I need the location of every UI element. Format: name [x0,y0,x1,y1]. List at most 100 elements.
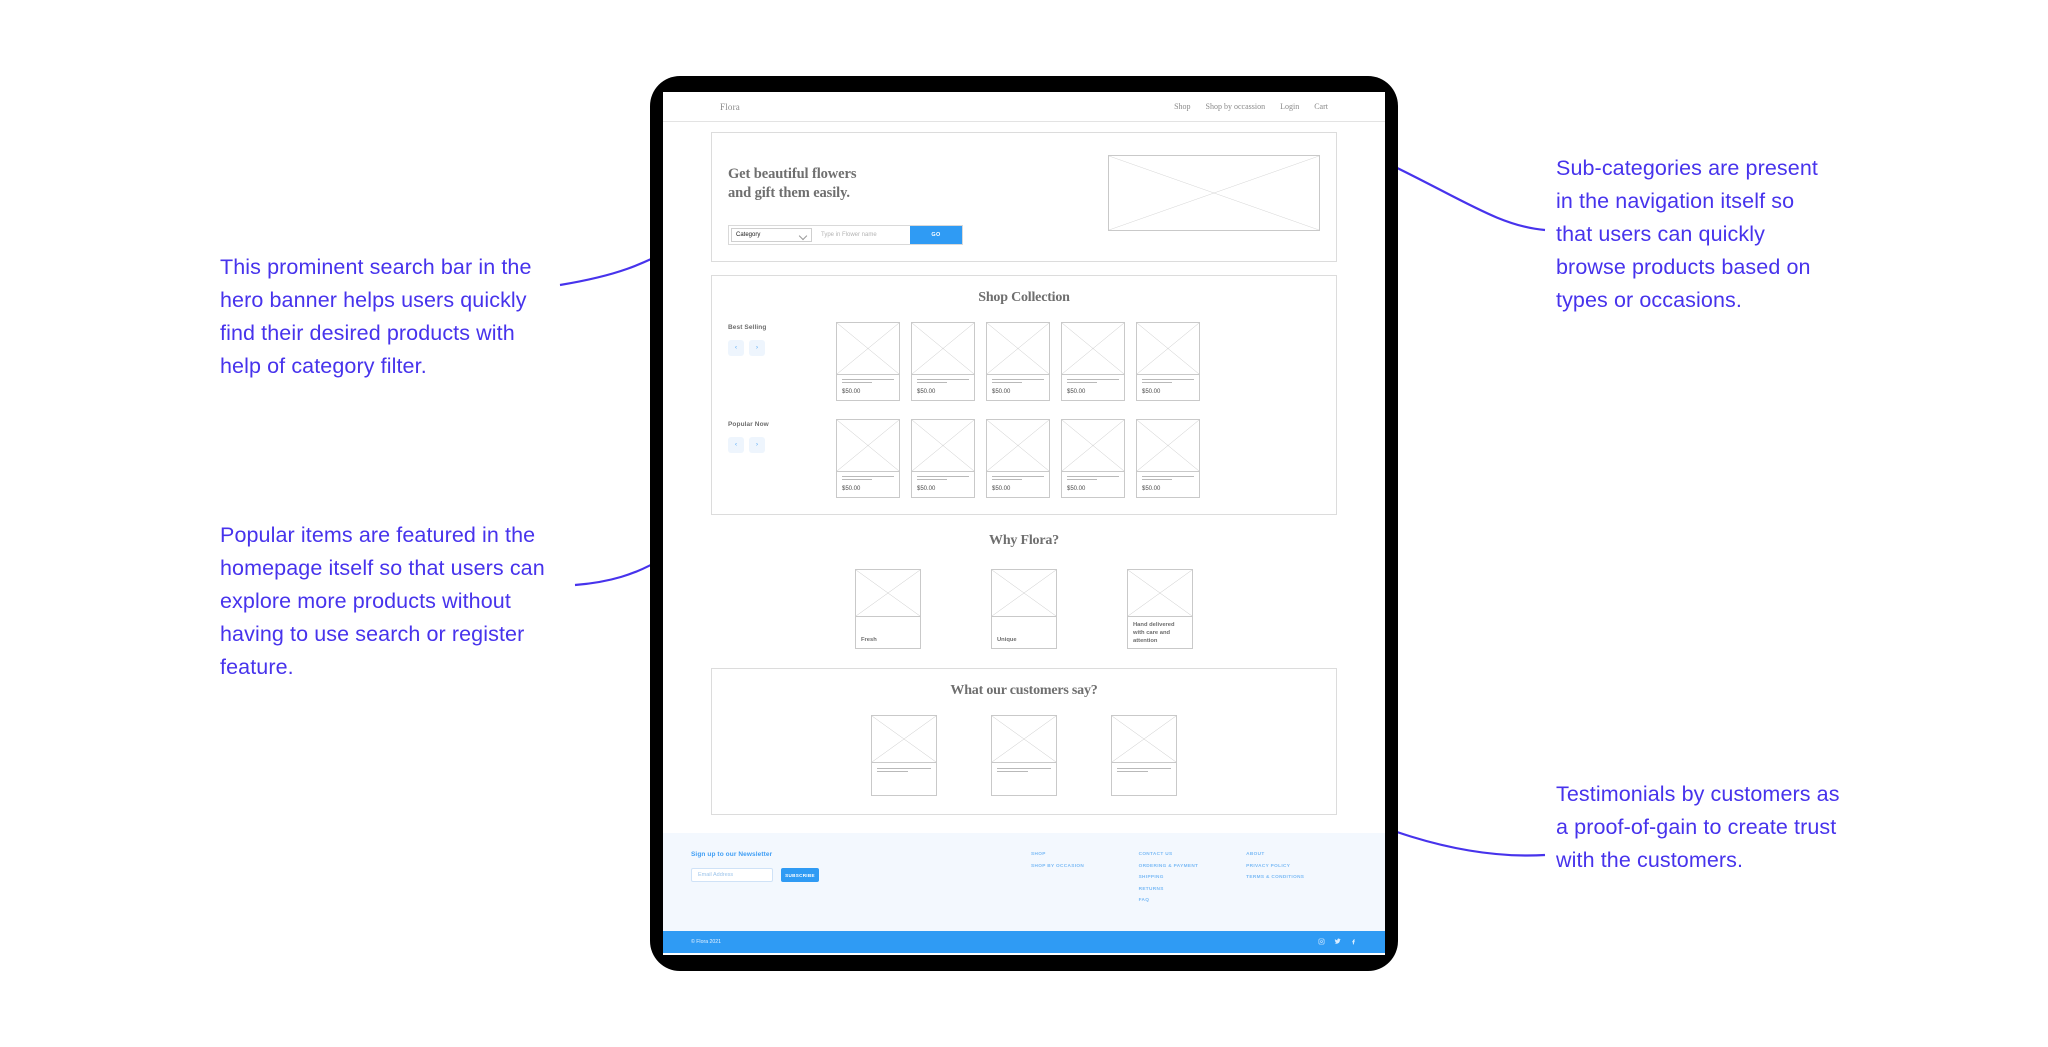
text-placeholder-line [1067,479,1098,480]
footer-link-terms-conditions[interactable]: TERMS & CONDITIONS [1246,874,1305,879]
newsletter-form: Email Address SUBSCRIBE [691,868,1031,882]
product-price: $50.00 [1142,389,1161,395]
why-flora-title: Why Flora? [989,533,1059,548]
product-image-placeholder [987,420,1049,472]
chevron-down-icon [800,232,807,239]
text-placeholder-line [842,379,894,380]
footer-bottom-bar: © Flora 2021 [663,930,1385,953]
shelf-popular-now: Popular Now ‹ › [728,419,1320,498]
hero-search-bar: Category Type in Flower name GO [728,225,963,245]
text-placeholder-line [917,476,969,477]
text-placeholder-line [997,771,1029,772]
shelf-arrows: ‹ › [728,340,836,356]
text-placeholder-line [1142,476,1194,477]
product-card[interactable]: $50.00 [986,419,1050,498]
product-card[interactable]: $50.00 [911,419,975,498]
shelf-arrows: ‹ › [728,437,836,453]
product-image-placeholder [837,420,899,472]
text-placeholder-line [1142,479,1173,480]
why-card-body: Unique [992,617,1056,648]
shelf-label-best-selling: Best Selling [728,324,767,331]
footer-link-ordering-payment[interactable]: ORDERING & PAYMENT [1138,862,1199,868]
category-select[interactable]: Category [731,228,812,242]
text-placeholder-line [842,476,894,477]
text-placeholder-line [1117,771,1149,772]
prev-arrow-icon[interactable]: ‹ [728,340,744,356]
hero-image-placeholder [1108,155,1320,231]
text-placeholder-line [877,771,909,772]
testimonial-body [992,763,1056,795]
product-card[interactable]: $50.00 [911,322,975,401]
product-card[interactable]: $50.00 [986,322,1050,401]
footer-link-shop[interactable]: SHOP [1031,851,1046,856]
footer-link-returns[interactable]: RETURNS [1138,885,1164,891]
product-card[interactable]: $50.00 [836,419,900,498]
testimonials-title: What our customers say? [950,683,1098,698]
testimonial-image-placeholder [1112,716,1176,763]
subscribe-button[interactable]: SUBSCRIBE [781,868,819,882]
product-card[interactable]: $50.00 [1061,419,1125,498]
nav-link-shop[interactable]: Shop [1174,102,1191,111]
next-arrow-icon[interactable]: › [749,340,765,356]
hero-left: Get beautiful flowers and gift them easi… [728,151,978,245]
nav-link-shop-by-occasion[interactable]: Shop by occassion [1205,102,1266,111]
why-card-hand-delivered: Hand delivered with care and attention [1127,569,1193,649]
footer-link-columns: SHOP SHOP BY OCCASION CONTACT US ORDERIN… [1031,851,1357,909]
next-arrow-icon[interactable]: › [749,437,765,453]
product-image-placeholder [912,420,974,472]
text-placeholder-line [842,479,873,480]
text-placeholder-line [992,379,1044,380]
product-card[interactable]: $50.00 [1136,322,1200,401]
product-image-placeholder [1137,420,1199,472]
why-card-body: Fresh [856,617,920,648]
site-navbar: Flora Shop Shop by occassion Login Cart [663,92,1385,122]
nav-link-cart[interactable]: Cart [1314,102,1328,111]
text-placeholder-line [1117,768,1171,769]
product-image-placeholder [987,323,1049,375]
instagram-icon[interactable] [1318,938,1325,945]
footer-link-about[interactable]: ABOUT [1246,851,1265,856]
prev-arrow-icon[interactable]: ‹ [728,437,744,453]
site-logo[interactable]: Flora [720,101,740,112]
search-input[interactable]: Type in Flower name [821,232,877,238]
footer-link-privacy-policy[interactable]: PRIVACY POLICY [1246,862,1291,868]
testimonial-body [872,763,936,795]
footer-link-faq[interactable]: FAQ [1138,897,1150,902]
text-placeholder-line [917,382,948,383]
product-cards: $50.00 $50.00 [836,322,1320,401]
search-go-button[interactable]: GO [910,226,962,244]
testimonial-image-placeholder [992,716,1056,763]
newsletter-block: Sign up to our Newsletter Email Address … [691,851,1031,909]
text-placeholder-line [1142,379,1194,380]
testimonial-body [1112,763,1176,795]
product-image-placeholder [1137,323,1199,375]
product-body: $50.00 [1137,472,1199,497]
nav-links: Shop Shop by occassion Login Cart [1174,102,1328,111]
annotation-popular-items: Popular items are featured in the homepa… [220,523,551,679]
product-card[interactable]: $50.00 [1136,419,1200,498]
hero-banner: Get beautiful flowers and gift them easi… [711,132,1337,262]
social-icons [1318,938,1357,945]
footer-link-shipping[interactable]: SHIPPING [1138,874,1164,879]
product-body: $50.00 [1137,375,1199,400]
product-price: $50.00 [1142,486,1161,492]
nav-link-login[interactable]: Login [1280,102,1300,111]
annotation-testimonials: Testimonials by customers as a proof-of-… [1556,782,1846,872]
product-card[interactable]: $50.00 [836,322,900,401]
facebook-icon[interactable] [1350,938,1357,945]
product-card[interactable]: $50.00 [1061,322,1125,401]
twitter-icon[interactable] [1334,938,1341,945]
why-card-text: Unique [997,637,1017,643]
text-placeholder-line [1142,382,1173,383]
footer-link-shop-by-occasion[interactable]: SHOP BY OCCASION [1031,862,1085,868]
footer-link-contact-us[interactable]: CONTACT US [1138,851,1173,856]
shelf-side: Popular Now ‹ › [728,419,836,498]
why-card-fresh: Fresh [855,569,921,649]
why-card-body: Hand delivered with care and attention [1128,617,1192,648]
shelf-label-popular-now: Popular Now [728,421,769,428]
email-input[interactable]: Email Address [691,868,773,882]
why-image-placeholder [992,570,1056,617]
product-image-placeholder [837,323,899,375]
testimonial-cards [728,715,1320,796]
